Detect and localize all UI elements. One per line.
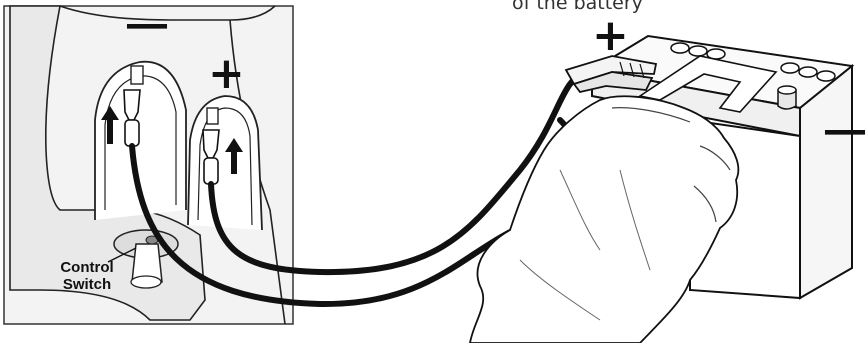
negative-post	[777, 89, 797, 110]
positive-connector-sleeve	[203, 157, 219, 185]
motor-inset	[3, 5, 294, 325]
control-switch-leader	[107, 247, 137, 263]
battery-positive-label: +	[592, 10, 629, 61]
battery-clamp	[564, 55, 658, 94]
positive-cable	[208, 69, 589, 276]
negative-post-top	[777, 85, 797, 95]
control-switch-line2: Switch	[62, 276, 112, 293]
cell-cap	[798, 66, 818, 78]
negative-connector-sleeve	[124, 119, 140, 147]
cell-cap	[688, 45, 708, 57]
caption-text: of the battery	[512, 0, 643, 14]
negative-up-arrow	[101, 106, 119, 144]
battery-side	[799, 63, 853, 300]
motor-positive-label: +	[208, 48, 245, 99]
clamp-jaw-lower	[572, 71, 654, 94]
cell-cap	[780, 62, 800, 74]
control-switch-line1: Control	[60, 259, 114, 276]
cell-cap	[816, 70, 836, 82]
battery-negative-label: −	[818, 109, 868, 155]
positive-up-arrow	[225, 138, 243, 174]
cell-cap	[670, 42, 690, 54]
switch-knob-bottom	[130, 275, 162, 289]
negative-terminal-tab	[130, 65, 144, 85]
negative-terminal-recess	[94, 60, 187, 220]
positive-terminal-tab	[206, 107, 219, 125]
battery-handle	[637, 55, 778, 113]
motor-negative-label: −	[120, 3, 174, 49]
hand-outline	[468, 95, 740, 344]
control-switch-label: Control Switch	[52, 259, 122, 293]
housing-top-edge	[59, 5, 276, 21]
hand	[468, 95, 740, 344]
